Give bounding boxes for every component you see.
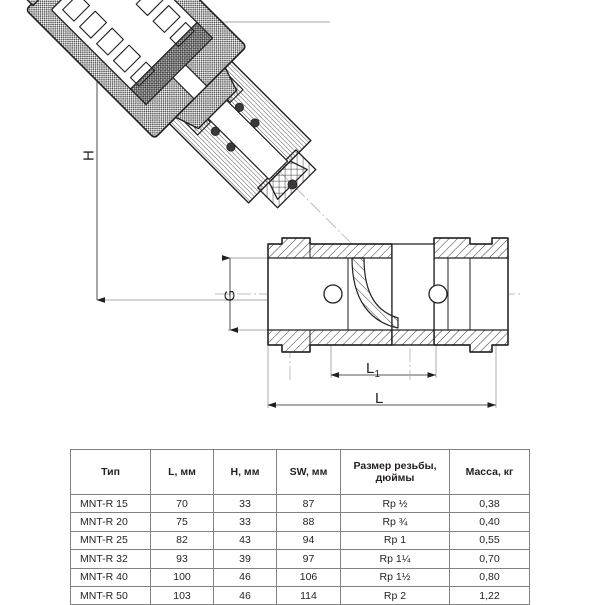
column-header-thread: Размер резьбы, дюймы: [340, 449, 450, 495]
cell-mass: 1,22: [449, 585, 530, 605]
centre-chamber-bottom-wall: [391, 329, 435, 346]
cell-type: MNT-R 40: [70, 567, 151, 587]
dimension-label-G: G: [221, 289, 239, 302]
column-header-type: Тип: [70, 449, 151, 495]
cell-height: 33: [213, 493, 277, 514]
cell-mass: 0,38: [449, 493, 530, 514]
cell-height: 39: [213, 549, 277, 569]
left-port-bottom-wall: [267, 329, 393, 353]
dimension-label-L1-subscript: 1: [374, 369, 381, 380]
cell-thread: Rp 1¼: [340, 549, 450, 569]
o-ring-lower-right: [250, 118, 260, 128]
cell-sw: 106: [276, 567, 341, 587]
cell-sw: 94: [276, 530, 341, 551]
cell-type: MNT-R 25: [70, 530, 151, 551]
o-ring-lower-left: [226, 142, 236, 152]
technical-drawing: H G L1 L: [20, 0, 520, 408]
cell-length: 82: [150, 530, 214, 551]
cell-length: 75: [150, 512, 214, 532]
bore-hole-right: [428, 284, 448, 304]
specification-table: Тип L, мм H, мм SW, мм Размер резьбы, дю…: [70, 449, 530, 605]
cell-length: 103: [150, 585, 214, 605]
cell-type: MNT-R 15: [70, 493, 151, 514]
column-header-mass: Масса, кг: [449, 449, 530, 495]
left-port-top-wall: [267, 237, 393, 259]
table-row: MNT-R 50 103 46 114 Rp 2 1,22: [70, 585, 530, 605]
cell-thread: Rp 2: [340, 585, 450, 605]
specification-table-container: Тип L, мм H, мм SW, мм Размер резьбы, дю…: [70, 449, 530, 605]
table-row: MNT-R 32 93 39 97 Rp 1¼ 0,70: [70, 549, 530, 569]
dimension-label-L: L: [375, 390, 384, 407]
column-header-sw: SW, мм: [276, 449, 341, 495]
right-port-bottom-wall: [433, 329, 509, 353]
cell-height: 43: [213, 530, 277, 551]
column-header-height: H, мм: [213, 449, 277, 495]
valve-stem-assembly: [20, 0, 317, 209]
cell-type: MNT-R 20: [70, 512, 151, 532]
table-header-row: Тип L, мм H, мм SW, мм Размер резьбы, дю…: [70, 449, 530, 495]
column-header-length: L, мм: [150, 449, 214, 495]
cell-thread: Rp ½: [340, 493, 450, 514]
actuator-neck: [175, 67, 238, 130]
table-row: MNT-R 25 82 43 94 Rp 1 0,55: [70, 530, 530, 551]
dimension-label-H: H: [80, 149, 98, 162]
cell-thread: Rp 1: [340, 530, 450, 551]
cell-height: 46: [213, 585, 277, 605]
bore-hole-left: [323, 284, 343, 304]
right-port-top-wall: [433, 237, 509, 259]
valve-section-drawing: [20, 0, 520, 408]
cell-type: MNT-R 50: [70, 585, 151, 605]
cell-mass: 0,55: [449, 530, 530, 551]
cell-mass: 0,80: [449, 567, 530, 587]
cell-sw: 97: [276, 549, 341, 569]
valve-body: [267, 237, 509, 353]
cell-thread: Rp ¾: [340, 512, 450, 532]
cell-mass: 0,40: [449, 512, 530, 532]
table-row: MNT-R 40 100 46 106 Rp 1½ 0,80: [70, 567, 530, 587]
cell-sw: 87: [276, 493, 341, 514]
table-body: MNT-R 15 70 33 87 Rp ½ 0,38 MNT-R 20 75 …: [70, 493, 530, 605]
table-row: MNT-R 20 75 33 88 Rp ¾ 0,40: [70, 512, 530, 532]
seat-throat: [351, 257, 399, 329]
plug-seal: [287, 179, 298, 190]
cell-length: 70: [150, 493, 214, 514]
cell-height: 46: [213, 567, 277, 587]
cell-sw: 88: [276, 512, 341, 532]
actuator-spring: [62, 0, 195, 87]
o-ring-upper-left: [210, 126, 220, 137]
table-row: MNT-R 15 70 33 87 Rp ½ 0,38: [70, 493, 530, 514]
cell-sw: 114: [276, 585, 341, 605]
dimension-label-L1: L1: [366, 360, 380, 380]
o-ring-upper-right: [234, 102, 245, 112]
cell-type: MNT-R 32: [70, 549, 151, 569]
dimension-label-L1-main: L: [366, 360, 375, 377]
valve-plug: [268, 160, 308, 200]
cell-thread: Rp 1½: [340, 567, 450, 587]
cell-height: 33: [213, 512, 277, 532]
cell-mass: 0,70: [449, 549, 530, 569]
cell-length: 100: [150, 567, 214, 587]
cell-length: 93: [150, 549, 214, 569]
